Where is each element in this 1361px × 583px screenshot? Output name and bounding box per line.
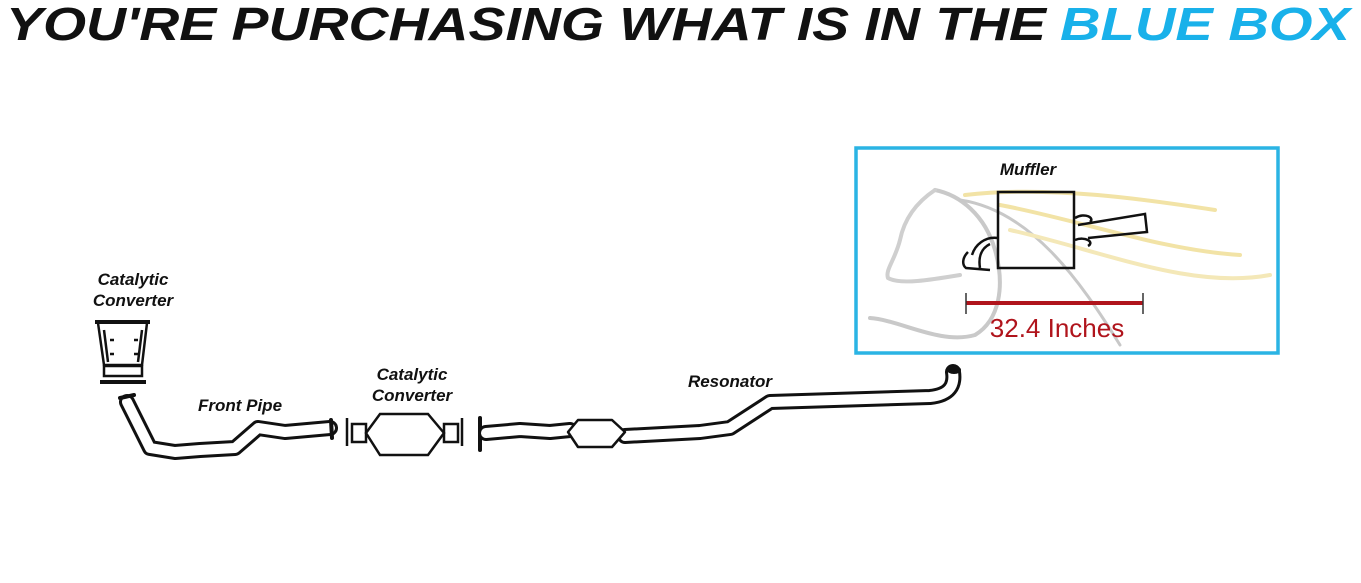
cat-left-label-2: Converter <box>93 291 175 310</box>
front-pipe-label: Front Pipe <box>198 396 282 415</box>
measurement-label: 32.4 Inches <box>990 313 1124 343</box>
title-highlight: BLUE BOX <box>1060 0 1353 50</box>
resonator-label: Resonator <box>688 372 773 391</box>
measurement-bar <box>965 293 1144 314</box>
blue-box: Muffler 32.4 Inches <box>854 146 1280 355</box>
muffler-drawing <box>962 190 1149 272</box>
cat-left-label-1: Catalytic <box>98 270 169 289</box>
muffler-label: Muffler <box>1000 160 1058 179</box>
cat-converter-mid <box>345 412 464 457</box>
title-main: YOU'RE PURCHASING WHAT IS IN THE <box>6 0 1048 50</box>
cat-mid-label-1: Catalytic <box>377 365 448 384</box>
resonator-pipe <box>478 364 962 452</box>
cat-converter-left <box>95 320 150 384</box>
cat-mid-label-2: Converter <box>372 386 454 405</box>
front-pipe <box>118 393 338 460</box>
